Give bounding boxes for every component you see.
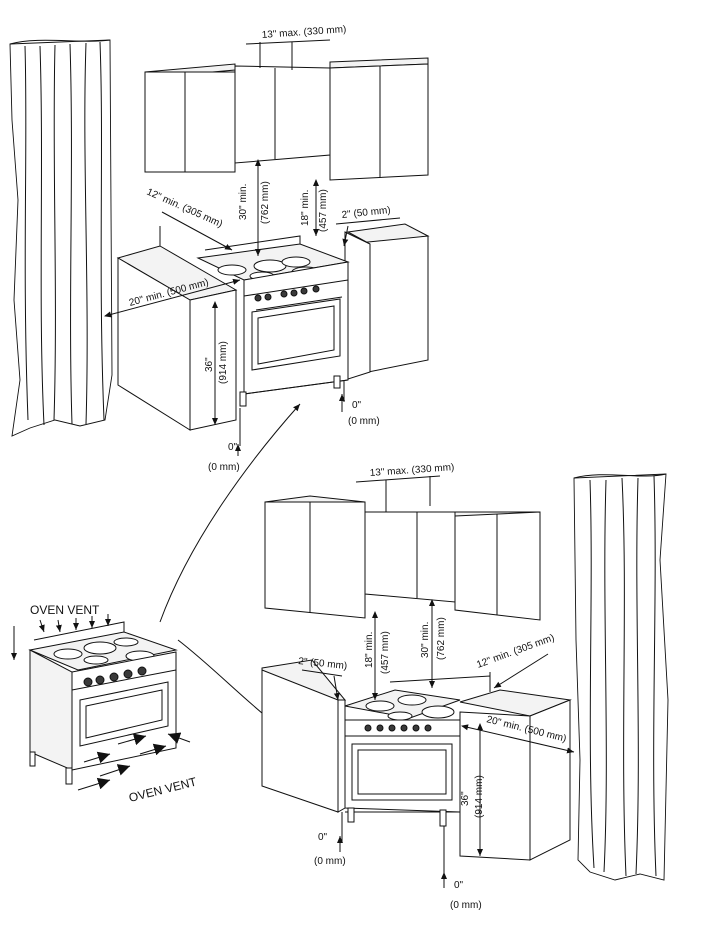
top-vent-label: OVEN VENT bbox=[30, 603, 100, 617]
bottom-side-cabinet-height-label: 18" min. bbox=[364, 632, 375, 668]
counter-cabinet-left-bottom bbox=[261, 659, 347, 813]
counter-cabinet-right bbox=[344, 223, 430, 381]
bottom-upper-clearance-metric: (762 mm) bbox=[436, 617, 447, 660]
top-side-cabinet-height-label: 18" min. bbox=[300, 190, 311, 226]
bottom-layout: 13" max. (330 mm) 2" (50 mm) 18" min. (4… bbox=[261, 462, 669, 911]
bottom-side-cabinet-height-metric: (457 mm) bbox=[380, 631, 391, 674]
top-cabinet-gap-label: 13" max. (330 mm) bbox=[261, 24, 346, 41]
range-knobs bbox=[254, 285, 320, 302]
bottom-back-right-label: 12" min. (305 mm) bbox=[475, 632, 556, 670]
vent-range-knobs bbox=[83, 666, 147, 687]
top-counter-height-metric: (914 mm) bbox=[218, 341, 229, 384]
top-floor-gap-right-metric: (0 mm) bbox=[348, 416, 380, 427]
vent-arrows-top bbox=[11, 614, 111, 660]
bottom-counter-height-metric: (914 mm) bbox=[474, 775, 485, 818]
top-layout: 13" max. (330 mm) 30" min. (762 mm) 18" … bbox=[9, 24, 430, 473]
bottom-floor-gap-left-metric: (0 mm) bbox=[314, 856, 346, 867]
curtain-right bbox=[573, 473, 669, 881]
top-floor-gap-left-label: 0" bbox=[228, 442, 238, 453]
bottom-floor-gap-right-metric: (0 mm) bbox=[450, 900, 482, 911]
top-upper-clearance-label: 30" min. bbox=[238, 184, 249, 220]
top-side-cabinet-height-metric: (457 mm) bbox=[318, 189, 329, 232]
bottom-counter-height-label: 36" bbox=[460, 791, 471, 806]
vent-arrows-bottom bbox=[77, 732, 191, 791]
top-floor-gap-right-label: 0" bbox=[352, 400, 362, 411]
top-side-gap-label: 2" (50 mm) bbox=[341, 205, 391, 221]
bottom-floor-gap-left-label: 0" bbox=[318, 832, 328, 843]
dimension-lines-bottom bbox=[301, 475, 575, 888]
bottom-vent-label: OVEN VENT bbox=[127, 774, 198, 805]
top-floor-gap-left-metric: (0 mm) bbox=[208, 462, 240, 473]
top-counter-height-label: 36" bbox=[204, 357, 215, 372]
upper-cabinets-top bbox=[144, 57, 429, 181]
bottom-floor-gap-right-label: 0" bbox=[454, 880, 464, 891]
top-back-left-label: 12" min. (305 mm) bbox=[145, 187, 224, 230]
top-upper-clearance-metric: (762 mm) bbox=[260, 181, 271, 224]
range-bottom-knobs bbox=[364, 724, 432, 732]
dimension-lines-top bbox=[104, 39, 401, 456]
bottom-side-gap-label: 2" (50 mm) bbox=[298, 656, 348, 672]
range-top bbox=[196, 235, 350, 407]
vent-diagram: OVEN VENT bbox=[11, 603, 199, 805]
bottom-cabinet-gap-label: 13" max. (330 mm) bbox=[369, 462, 454, 479]
upper-cabinets-bottom bbox=[264, 495, 541, 621]
curtain-left bbox=[9, 39, 113, 437]
counter-cabinet-right-bottom bbox=[459, 672, 572, 861]
bottom-upper-clearance-label: 30" min. bbox=[420, 622, 431, 658]
